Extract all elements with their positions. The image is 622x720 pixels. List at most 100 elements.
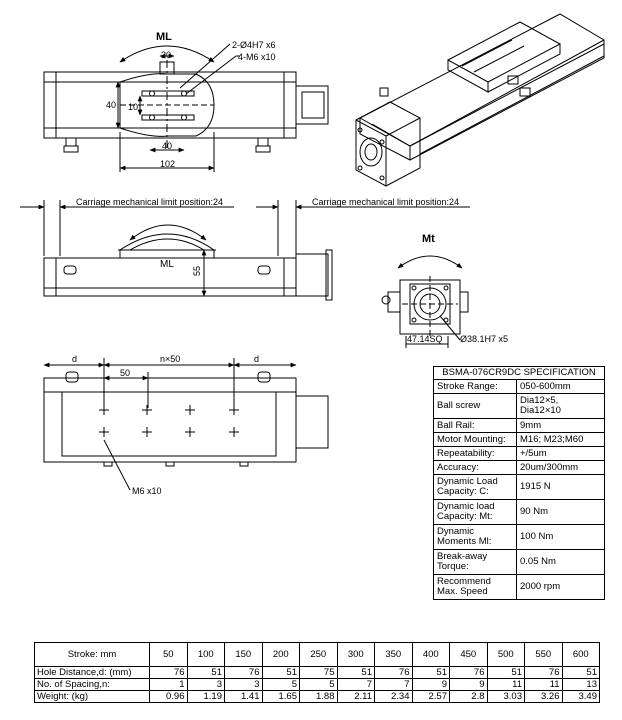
spec-row: Dynamic Load Capacity: C:1915 N bbox=[433, 474, 605, 500]
stroke-value: 300 bbox=[336, 642, 375, 667]
stroke-cell: 2.11 bbox=[336, 690, 375, 703]
spec-row: Break-away Torque:0.05 Nm bbox=[433, 549, 605, 575]
mounting-hole bbox=[185, 405, 195, 415]
stroke-cell: 7 bbox=[374, 678, 413, 691]
stroke-cell: 51 bbox=[336, 666, 375, 679]
spec-value: M16; M23;M60 bbox=[516, 432, 605, 447]
stroke-value: 150 bbox=[224, 642, 263, 667]
side-view bbox=[20, 200, 470, 301]
dim-40-horizontal: 40 bbox=[162, 141, 172, 151]
spec-value: 050-600mm bbox=[516, 379, 605, 394]
stroke-cell: 3 bbox=[186, 678, 225, 691]
stroke-cell: 51 bbox=[261, 666, 300, 679]
stroke-cell: 51 bbox=[561, 666, 600, 679]
stroke-value: 100 bbox=[186, 642, 225, 667]
hole-grid bbox=[99, 405, 239, 437]
stroke-cell: 11 bbox=[486, 678, 525, 691]
spec-row: Ball Rail:9mm bbox=[433, 418, 605, 433]
stroke-cell: 76 bbox=[224, 666, 263, 679]
bottom-view bbox=[43, 358, 329, 491]
stroke-cell: 9 bbox=[411, 678, 450, 691]
stroke-value: 400 bbox=[411, 642, 450, 667]
spec-key: Dynamic Moments Ml: bbox=[433, 524, 517, 550]
stroke-value: 600 bbox=[561, 642, 600, 667]
spec-key: Dynamic load Capacity: Mt: bbox=[433, 499, 517, 525]
spec-key: Accuracy: bbox=[433, 460, 517, 475]
stroke-row-label: No. of Spacing,n: bbox=[34, 678, 150, 691]
spec-row: Dynamic Moments Ml:100 Nm bbox=[433, 524, 605, 550]
spec-row: Dynamic load Capacity: Mt:90 Nm bbox=[433, 499, 605, 525]
spec-value: 0.05 Nm bbox=[516, 549, 605, 575]
stroke-cell: 3 bbox=[224, 678, 263, 691]
thread-callout: 4-M6 x10 bbox=[238, 52, 276, 62]
spec-value: +/5um bbox=[516, 446, 605, 461]
dim-50: 50 bbox=[120, 368, 130, 378]
mounting-hole bbox=[229, 427, 239, 437]
spec-title-row: BSMA-076CR9DC SPECIFICATION bbox=[433, 366, 605, 380]
stroke-cell: 2.8 bbox=[449, 690, 488, 703]
hole-callout: M6 x10 bbox=[132, 486, 162, 496]
dim-d-left: d bbox=[72, 354, 77, 364]
stroke-cell: 51 bbox=[186, 666, 225, 679]
dim-square: 47.14SQ bbox=[407, 334, 443, 344]
spec-key: Dynamic Load Capacity: C: bbox=[433, 474, 517, 500]
spec-key: Repeatability: bbox=[433, 446, 517, 461]
mounting-hole bbox=[142, 405, 152, 415]
end-view bbox=[381, 255, 469, 348]
dim-bore: Ø38.1H7 x5 bbox=[460, 334, 508, 344]
stroke-cell: 3.03 bbox=[486, 690, 525, 703]
spec-row: Motor Mounting:M16; M23;M60 bbox=[433, 432, 605, 447]
stroke-value: 350 bbox=[374, 642, 413, 667]
stroke-cell: 1 bbox=[149, 678, 188, 691]
spec-row: Stroke Range:050-600mm bbox=[433, 379, 605, 394]
mounting-hole bbox=[99, 405, 109, 415]
spec-value: 2000 rpm bbox=[516, 574, 605, 600]
mounting-hole bbox=[142, 427, 152, 437]
stroke-cell: 0.96 bbox=[149, 690, 188, 703]
pin-callout: 2-Ø4H7 x6 bbox=[232, 40, 276, 50]
stroke-cell: 76 bbox=[149, 666, 188, 679]
stroke-cell: 76 bbox=[374, 666, 413, 679]
spec-value: 1915 N bbox=[516, 474, 605, 500]
stroke-cell: 76 bbox=[524, 666, 563, 679]
isometric-view bbox=[355, 13, 605, 187]
stroke-row-label: Weight: (kg) bbox=[34, 690, 150, 703]
mounting-hole bbox=[229, 405, 239, 415]
stroke-header-label: Stroke: mm bbox=[34, 642, 150, 667]
end-moment-label: Mt bbox=[422, 233, 435, 245]
spec-key: Ball Rail: bbox=[433, 418, 517, 433]
spec-value: 100 Nm bbox=[516, 524, 605, 550]
spec-key: Break-away Torque: bbox=[433, 549, 517, 575]
stroke-cell: 3.26 bbox=[524, 690, 563, 703]
stroke-value: 450 bbox=[449, 642, 488, 667]
mounting-hole bbox=[99, 427, 109, 437]
limit-left: Carriage mechanical limit position:24 bbox=[76, 197, 223, 207]
spec-key: Ball screw bbox=[433, 393, 517, 419]
stroke-row-label: Hole Distance,d: (mm) bbox=[34, 666, 150, 679]
stroke-cell: 51 bbox=[486, 666, 525, 679]
dim-nx50: n×50 bbox=[160, 354, 180, 364]
spec-key: Motor Mounting: bbox=[433, 432, 517, 447]
stroke-cell: 9 bbox=[449, 678, 488, 691]
spec-value: 9mm bbox=[516, 418, 605, 433]
limit-right: Carriage mechanical limit position:24 bbox=[312, 197, 459, 207]
stroke-cell: 1.19 bbox=[186, 690, 225, 703]
spec-value: 20um/300mm bbox=[516, 460, 605, 475]
spec-table: BSMA-076CR9DC SPECIFICATION Stroke Range… bbox=[433, 366, 605, 600]
stroke-cell: 1.41 bbox=[224, 690, 263, 703]
stroke-cell: 11 bbox=[524, 678, 563, 691]
dim-d-right: d bbox=[254, 354, 259, 364]
dim-40-vertical: 40 bbox=[106, 100, 116, 110]
spec-value: 90 Nm bbox=[516, 499, 605, 525]
top-view bbox=[43, 43, 329, 172]
side-moment-label: ML bbox=[160, 259, 174, 270]
stroke-value: 250 bbox=[299, 642, 338, 667]
